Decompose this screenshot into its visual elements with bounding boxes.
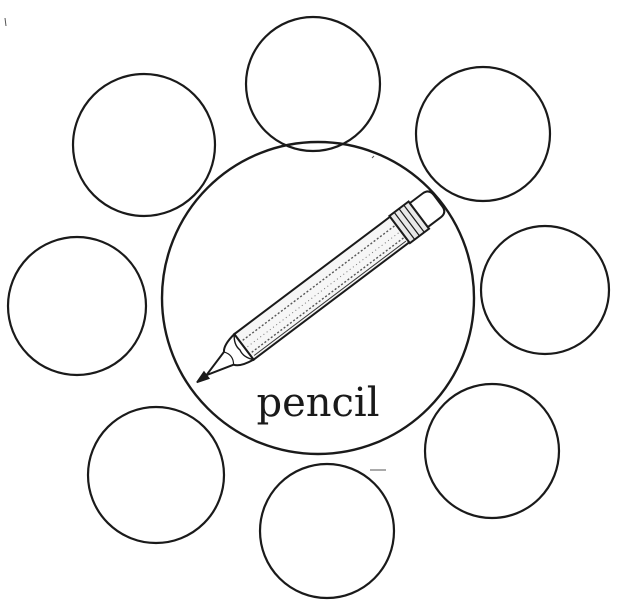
pencil-icon bbox=[187, 187, 449, 396]
satellite-circle-top-left[interactable] bbox=[73, 74, 215, 216]
satellite-circle-top[interactable] bbox=[246, 17, 380, 151]
satellite-circle-top-right[interactable] bbox=[416, 67, 550, 201]
satellite-circle-bottom[interactable] bbox=[260, 464, 394, 598]
satellite-circle-right[interactable] bbox=[481, 226, 609, 354]
satellite-circle-bottom-left[interactable] bbox=[88, 407, 224, 543]
satellite-circle-left[interactable] bbox=[8, 237, 146, 375]
satellite-circle-bottom-right[interactable] bbox=[425, 384, 559, 518]
center-label: pencil bbox=[256, 380, 379, 426]
